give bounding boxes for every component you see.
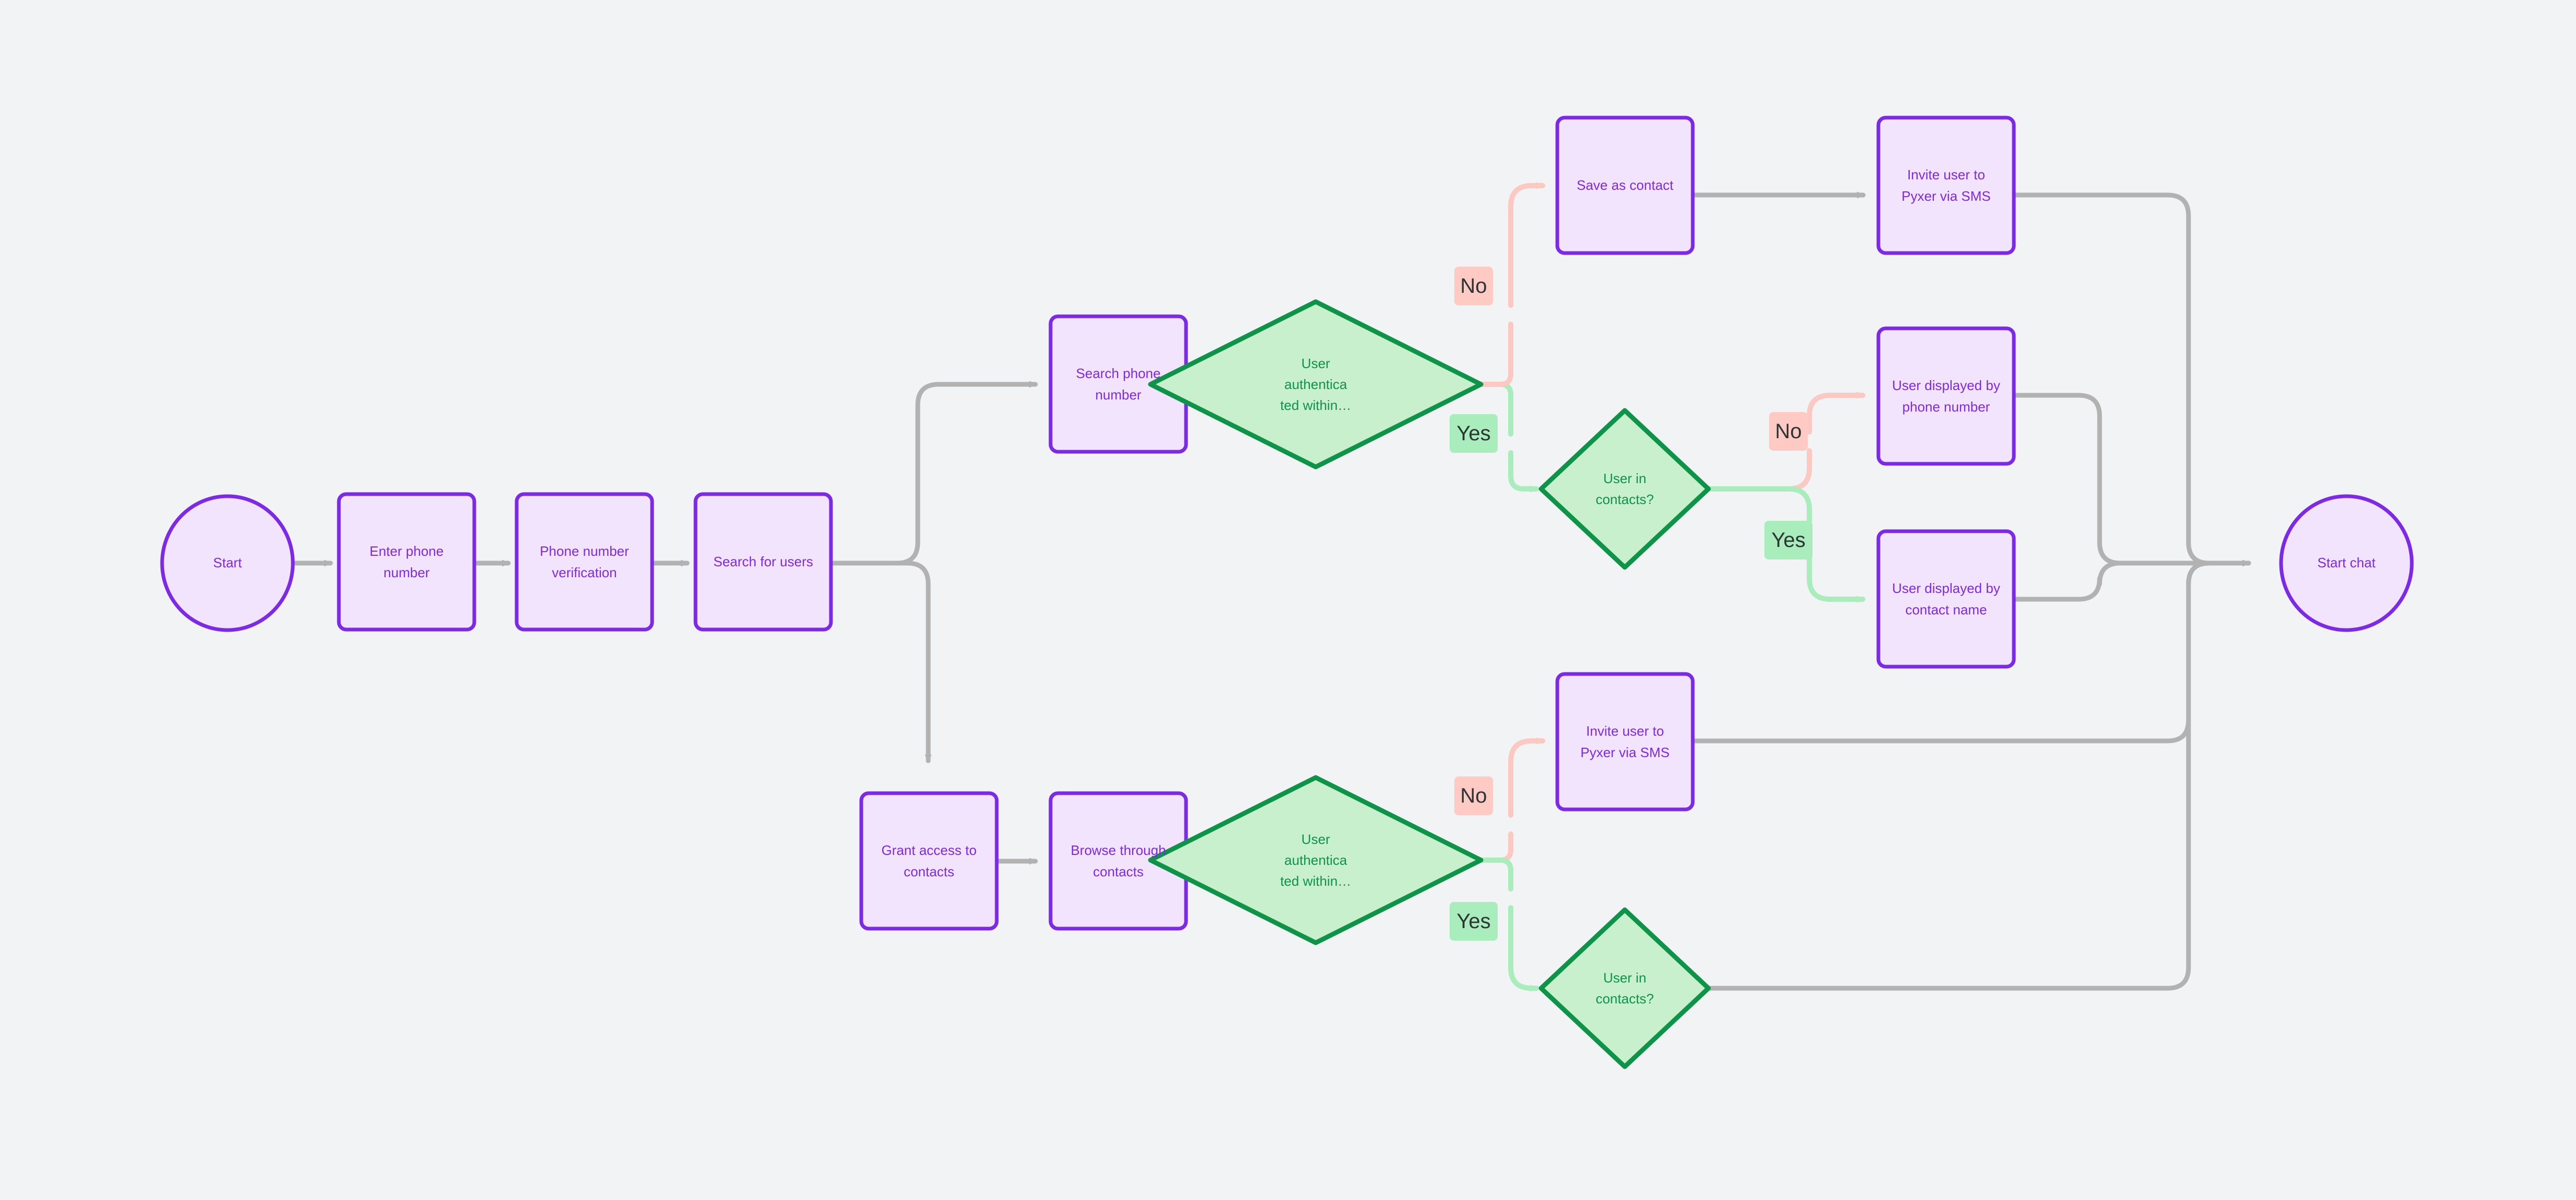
edge-search-users-split-up <box>831 384 1038 566</box>
node-enter-phone[interactable] <box>337 492 476 632</box>
badge-yes-bottom-bg <box>1450 902 1498 941</box>
node-start[interactable] <box>160 494 295 632</box>
node-invite-top[interactable] <box>1876 116 2016 255</box>
node-in-contacts-bottom[interactable] <box>1538 907 1711 1069</box>
edge-in-contacts-top-yes <box>1632 486 1863 599</box>
node-invite-bottom[interactable] <box>1555 672 1695 812</box>
badge-no-bottom-bg <box>1454 776 1493 815</box>
edge-in-contacts-bot-to-startchat <box>1632 561 2251 991</box>
badge-yes-mid-bg <box>1764 521 1813 559</box>
node-disp-phone[interactable] <box>1876 326 2016 466</box>
node-start-chat[interactable] <box>2279 494 2414 632</box>
edge-auth-bottom-yes <box>1477 858 1536 988</box>
node-save-contact[interactable] <box>1555 116 1695 255</box>
badge-no-mid-bg <box>1769 412 1808 451</box>
node-grant-access[interactable] <box>859 791 999 931</box>
edge-invite-top-to-startchat <box>2013 192 2251 563</box>
badge-yes-top-bg <box>1450 414 1498 453</box>
node-search-users[interactable] <box>693 492 833 632</box>
node-phone-verify[interactable] <box>515 492 654 632</box>
node-in-contacts-top[interactable] <box>1538 408 1711 570</box>
edge-search-users-split-down <box>831 561 928 763</box>
edge-auth-top-no <box>1477 186 1543 387</box>
edge-disp-phone-to-startchat <box>2013 393 2251 563</box>
node-auth-top[interactable] <box>1148 299 1484 470</box>
node-disp-contact[interactable] <box>1876 529 2016 669</box>
edge-disp-contact-to-startchat <box>2013 561 2251 602</box>
badge-no-top-bg <box>1454 267 1493 305</box>
node-auth-bottom[interactable] <box>1148 775 1484 945</box>
